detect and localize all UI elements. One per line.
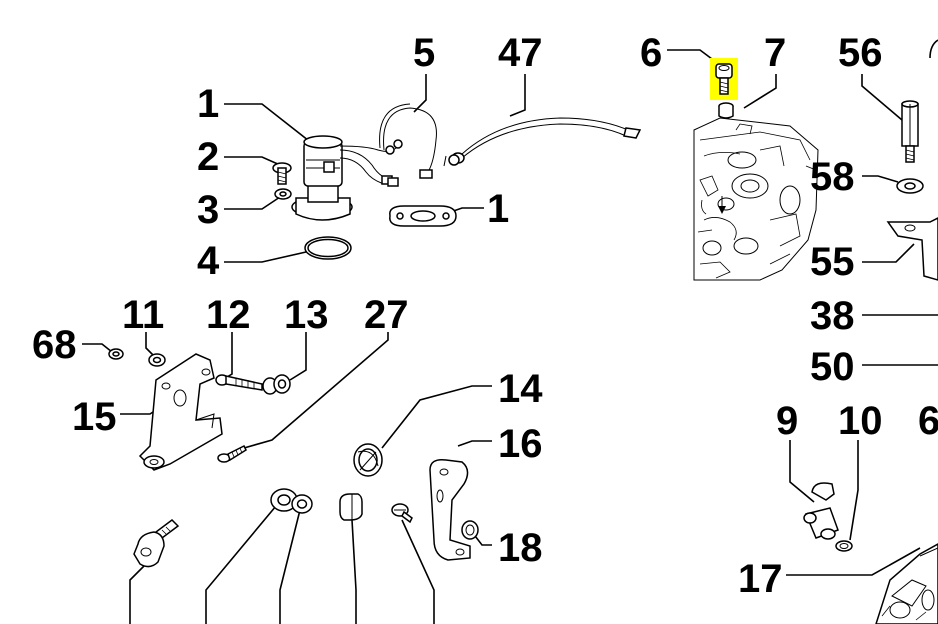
callout-55: 55: [810, 240, 855, 284]
callout-15: 15: [72, 395, 117, 439]
callout-68: 68: [32, 323, 77, 367]
lower-screw: [391, 503, 413, 524]
part-17-housing: [875, 543, 938, 624]
callout-3: 3: [197, 188, 219, 232]
callout-10: 10: [838, 399, 883, 443]
part-6-bolt-highlighted: [710, 58, 738, 100]
part-10-o-ring: [835, 540, 853, 552]
part-27-screw: [217, 444, 247, 463]
callout-7: 7: [764, 31, 786, 75]
part-68-nut: [108, 348, 124, 360]
part-12-bolt: [215, 374, 263, 391]
callout-9: 9: [776, 399, 798, 443]
part-9-fitting: [803, 482, 839, 540]
callout-5: 5: [413, 31, 435, 75]
part-11-nut: [148, 353, 166, 367]
callout-2: 2: [197, 135, 219, 179]
part-55-bracket: [886, 217, 938, 281]
callout-47: 47: [498, 31, 543, 75]
engine-block-detail: [693, 117, 819, 281]
part-15-bracket: [138, 353, 223, 471]
callout-56: 56: [838, 31, 883, 75]
solenoid-assembly: [291, 135, 403, 221]
callout-50: 50: [810, 345, 855, 389]
part-18-ring: [461, 520, 479, 540]
part-58-washer: [896, 178, 924, 194]
part-7-sleeve: [718, 102, 734, 119]
part-2-screw: [272, 162, 292, 185]
callout-38: 38: [810, 294, 855, 338]
part-16-plate: [429, 458, 471, 561]
part-4-o-ring: [304, 236, 352, 260]
lower-bolt: [133, 519, 180, 568]
callout-27: 27: [364, 293, 409, 337]
part-14-clip: [353, 443, 383, 477]
callout-18: 18: [498, 526, 543, 570]
part-3-washer: [274, 188, 292, 200]
part-47-cable: [443, 117, 642, 167]
callout-1-gasket: 1: [487, 187, 509, 231]
callout-17: 17: [738, 557, 783, 601]
callout-4: 4: [197, 239, 220, 283]
lower-pad: [339, 493, 363, 521]
part-5-wire: [379, 103, 437, 179]
callout-1: 1: [197, 82, 219, 126]
callout-16: 16: [498, 422, 543, 466]
callout-6: 6: [640, 31, 662, 75]
callout-11: 11: [122, 293, 164, 337]
cutoff-label-fragment: [929, 39, 938, 59]
part-1-gasket: [389, 205, 457, 227]
part-13-spacer: [262, 374, 291, 395]
callout-13: 13: [284, 293, 329, 337]
callout-14: 14: [498, 367, 543, 411]
part-56-standoff: [901, 100, 919, 163]
callout-12: 12: [206, 293, 251, 337]
callout-6-right: 6: [918, 399, 938, 443]
lower-washers: [270, 488, 313, 514]
